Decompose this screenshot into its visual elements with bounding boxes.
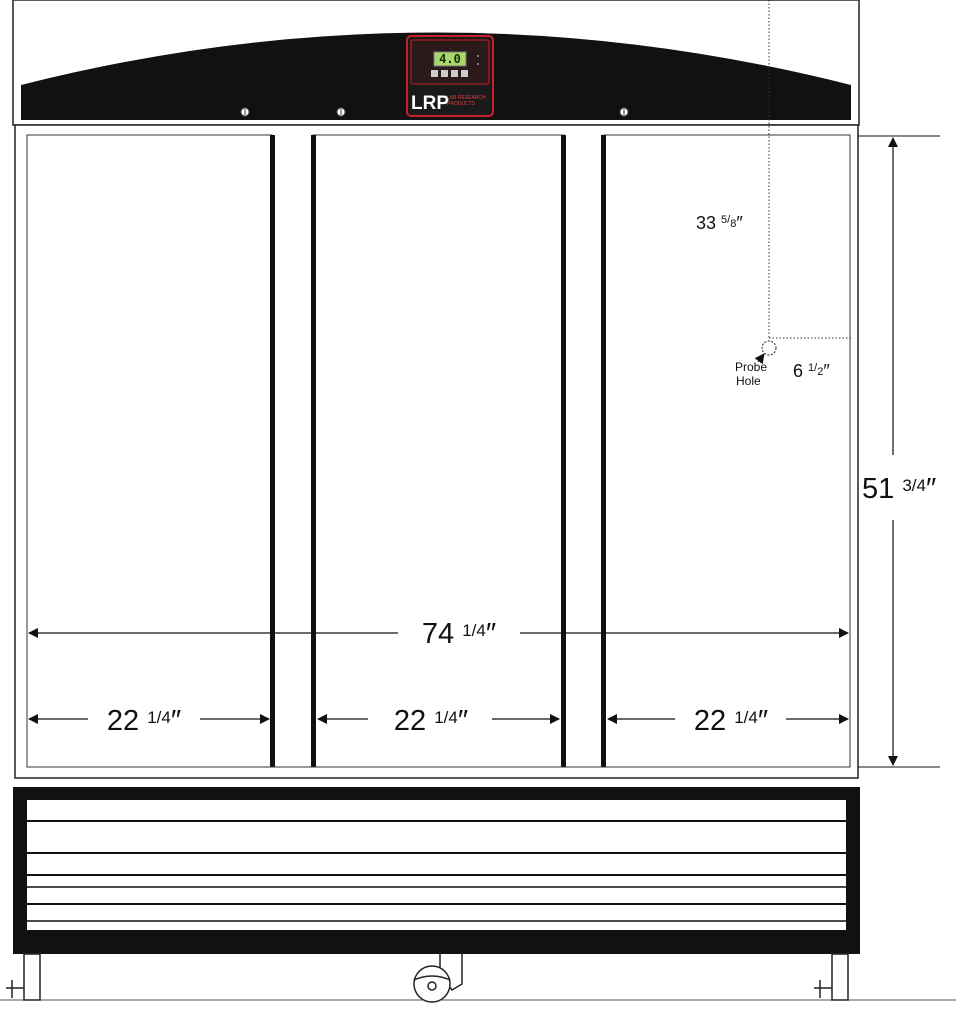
caster-wheel-icon [413,954,463,1003]
leveling-foot-icon [814,980,832,998]
brand-logo: LRP [411,93,449,114]
probe-horizontal-label: 6 1/2″ [793,361,830,381]
leg-left [23,953,41,1001]
base-grille [13,787,860,954]
door-width-right-label: 22 1/4″ [694,705,768,737]
lcd-display-value: 4.0 [439,52,461,66]
brand-logo-sub: LAB RESEARCH [447,95,486,101]
probe-hole-reference: Probe Hole [735,0,853,388]
leveling-foot-icon [6,980,24,998]
brand-logo-sub: PRODUCTS [447,101,476,107]
leg-right [831,953,849,1001]
door-width-left-label: 22 1/4″ [107,705,181,737]
lcd-display [433,51,467,67]
overall-width-label: 74 1/4″ [422,618,496,650]
probe-label: Probe [735,360,767,374]
dimension-lines [28,135,940,768]
door-handle [311,135,316,767]
feet [0,953,956,1003]
door-handle [601,135,606,767]
probe-hole-icon [761,340,777,356]
door-section [14,124,859,779]
probe-label: Hole [736,374,761,388]
controller-button [431,70,438,77]
controller-button [461,70,468,77]
probe-vertical-label: 33 5/8″ [696,213,743,233]
door-handle [561,135,566,767]
controller-button [451,70,458,77]
temperature-controller: 4.0 LRP LAB RESEARCH PRODUCTS [406,35,494,117]
door-width-center-label: 22 1/4″ [394,705,468,737]
door-height-label: 51 3/4″ [862,473,936,505]
door-handle [270,135,275,767]
controller-button [441,70,448,77]
